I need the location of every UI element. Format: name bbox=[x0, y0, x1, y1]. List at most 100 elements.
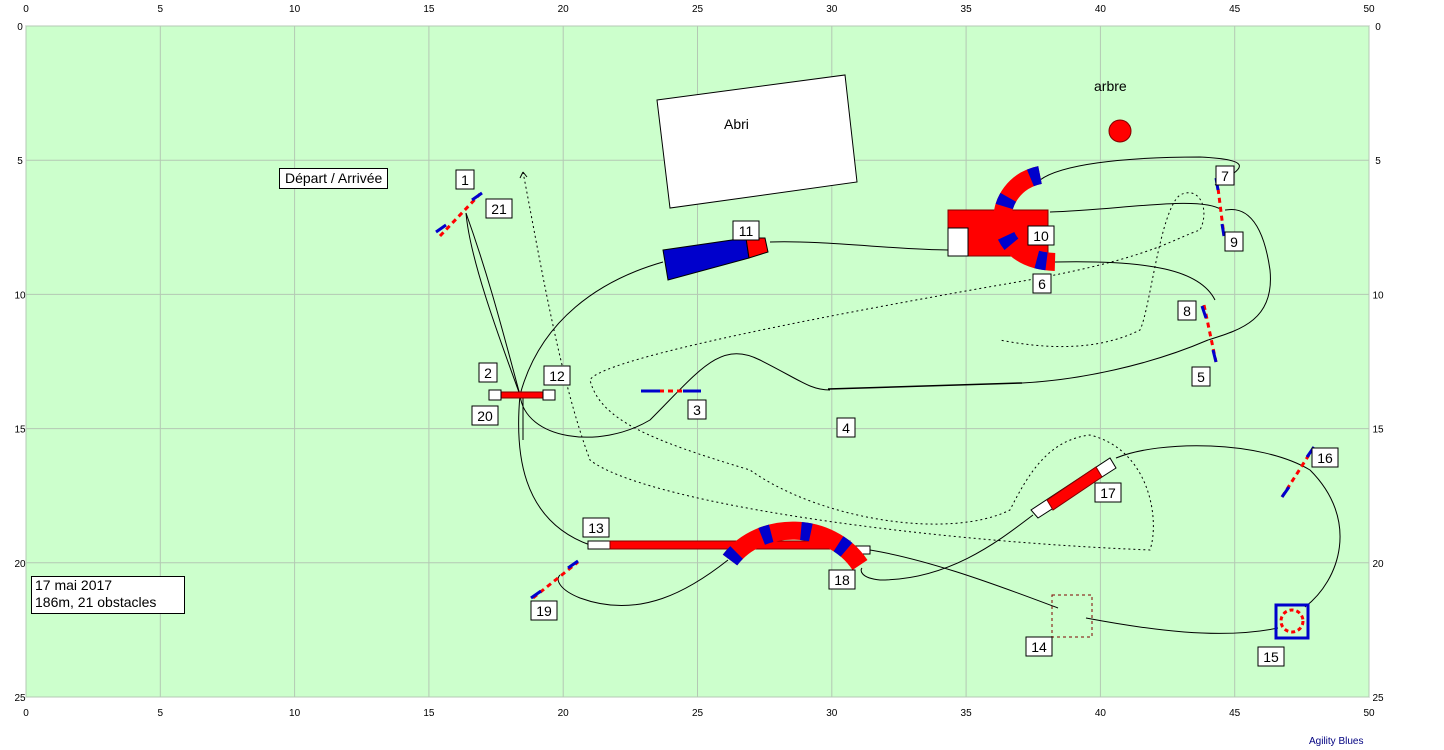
x-tick-label: 30 bbox=[826, 708, 838, 719]
dog-path bbox=[465, 156, 1341, 634]
obstacle-14-long-jump bbox=[1051, 594, 1093, 638]
obstacle-number-text: 7 bbox=[1221, 168, 1229, 184]
y-tick-label: 0 bbox=[17, 22, 23, 33]
obstacle-number-text: 11 bbox=[739, 223, 754, 239]
obstacle-number-11: 11 bbox=[732, 220, 760, 241]
obstacle-number-14: 14 bbox=[1025, 636, 1053, 657]
obstacle-number-text: 4 bbox=[842, 420, 850, 436]
obstacle-19-jump bbox=[530, 559, 579, 600]
course-summary: 186m, 21 obstacles bbox=[35, 594, 157, 610]
obstacle-number-17: 17 bbox=[1094, 482, 1122, 503]
obstacle-number-7: 7 bbox=[1215, 165, 1235, 186]
x-tick-label: 20 bbox=[558, 708, 570, 719]
obstacle-number-18: 18 bbox=[828, 569, 856, 590]
y-tick-label: 25 bbox=[14, 693, 26, 704]
axis-ticks: 0055101015152020252530303535404045455050… bbox=[14, 4, 1384, 719]
obstacle-number-19: 19 bbox=[530, 600, 558, 621]
obstacle-number-text: 14 bbox=[1031, 639, 1047, 655]
obstacle-number-text: 2 bbox=[484, 365, 492, 381]
obstacle-number-13: 13 bbox=[582, 517, 610, 538]
x-tick-label: 35 bbox=[961, 708, 973, 719]
y-tick-label: 10 bbox=[14, 290, 26, 301]
obstacle-number-text: 20 bbox=[477, 408, 493, 424]
obstacle-number-text: 6 bbox=[1038, 276, 1046, 292]
obstacle-2-12-20-table bbox=[488, 389, 556, 401]
obstacle-number-20: 20 bbox=[471, 405, 499, 426]
obstacle-number-text: 17 bbox=[1100, 485, 1116, 501]
obstacle-number-text: 1 bbox=[461, 172, 469, 188]
course-date: 17 mai 2017 bbox=[35, 577, 113, 593]
tree: arbre bbox=[1094, 78, 1132, 143]
x-tick-label: 40 bbox=[1095, 708, 1107, 719]
obstacle-number-text: 18 bbox=[834, 572, 850, 588]
obstacle-number-text: 9 bbox=[1230, 234, 1238, 250]
x-tick-label: 45 bbox=[1229, 4, 1241, 15]
obstacle-number-12: 12 bbox=[543, 365, 571, 386]
x-tick-label: 45 bbox=[1229, 708, 1241, 719]
x-tick-label: 35 bbox=[961, 4, 973, 15]
y-tick-label: 20 bbox=[1372, 559, 1384, 570]
obstacle-15-tire bbox=[1274, 603, 1310, 640]
obstacle-11-tunnel bbox=[662, 237, 769, 281]
obstacle-number-text: 10 bbox=[1033, 228, 1049, 244]
obstacle-number-text: 3 bbox=[693, 402, 701, 418]
y-tick-label: 5 bbox=[17, 156, 23, 167]
obstacle-number-5: 5 bbox=[1191, 366, 1211, 387]
obstacle-number-text: 5 bbox=[1197, 369, 1205, 385]
obstacle-1-21-jump bbox=[435, 191, 483, 238]
x-tick-label: 15 bbox=[423, 4, 435, 15]
y-tick-label: 15 bbox=[1372, 425, 1384, 436]
obstacle-number-10: 10 bbox=[1027, 225, 1055, 246]
x-tick-label: 10 bbox=[289, 4, 301, 15]
shelter-label: Abri bbox=[724, 116, 749, 132]
y-tick-label: 15 bbox=[14, 425, 26, 436]
course-info: 17 mai 2017 186m, 21 obstacles bbox=[31, 576, 185, 614]
y-tick-label: 10 bbox=[1372, 290, 1384, 301]
obstacle-number-text: 16 bbox=[1317, 450, 1333, 466]
y-tick-label: 25 bbox=[1372, 693, 1384, 704]
x-tick-label: 50 bbox=[1363, 708, 1375, 719]
y-tick-label: 0 bbox=[1375, 22, 1381, 33]
x-tick-label: 25 bbox=[692, 708, 704, 719]
x-tick-label: 40 bbox=[1095, 4, 1107, 15]
y-tick-label: 20 bbox=[14, 559, 26, 570]
credit: Agility Blues bbox=[1309, 736, 1364, 747]
x-tick-label: 25 bbox=[692, 4, 704, 15]
x-tick-label: 0 bbox=[23, 708, 29, 719]
x-tick-label: 20 bbox=[558, 4, 570, 15]
walk-path bbox=[519, 171, 1205, 551]
x-tick-label: 15 bbox=[423, 708, 435, 719]
x-tick-label: 30 bbox=[826, 4, 838, 15]
obstacle-number-text: 13 bbox=[588, 520, 604, 536]
obstacle-number-6: 6 bbox=[1032, 273, 1052, 294]
tree-label: arbre bbox=[1094, 78, 1127, 94]
obstacle-number-2: 2 bbox=[478, 362, 498, 383]
obstacle-number-text: 21 bbox=[491, 201, 507, 217]
obstacle-number-text: 19 bbox=[536, 603, 552, 619]
obstacle-17-tunnel bbox=[1030, 457, 1117, 519]
x-tick-label: 10 bbox=[289, 708, 301, 719]
obstacle-18-tunnel bbox=[722, 521, 868, 571]
x-tick-label: 0 bbox=[23, 4, 29, 15]
y-tick-label: 5 bbox=[1375, 156, 1381, 167]
obstacle-number-3: 3 bbox=[687, 399, 707, 420]
x-tick-label: 50 bbox=[1363, 4, 1375, 15]
obstacle-number-16: 16 bbox=[1311, 447, 1339, 468]
start-finish-label: Départ / Arrivée bbox=[279, 168, 389, 189]
obstacle-number-text: 15 bbox=[1263, 649, 1279, 665]
shelter: Abri bbox=[656, 74, 858, 209]
obstacle-number-text: 8 bbox=[1183, 303, 1191, 319]
obstacle-number-21: 21 bbox=[485, 198, 513, 219]
obstacle-number-text: 12 bbox=[549, 368, 565, 384]
obstacle-number-9: 9 bbox=[1224, 231, 1244, 252]
obstacle-4-weave bbox=[827, 382, 1023, 390]
obstacle-number-4: 4 bbox=[836, 417, 856, 438]
x-tick-label: 5 bbox=[158, 4, 164, 15]
obstacle-number-1: 1 bbox=[455, 169, 475, 190]
obstacle-5-8-jump bbox=[1200, 304, 1218, 363]
x-tick-label: 5 bbox=[158, 708, 164, 719]
obstacle-number-15: 15 bbox=[1257, 646, 1285, 667]
obstacle-number-8: 8 bbox=[1177, 300, 1197, 321]
